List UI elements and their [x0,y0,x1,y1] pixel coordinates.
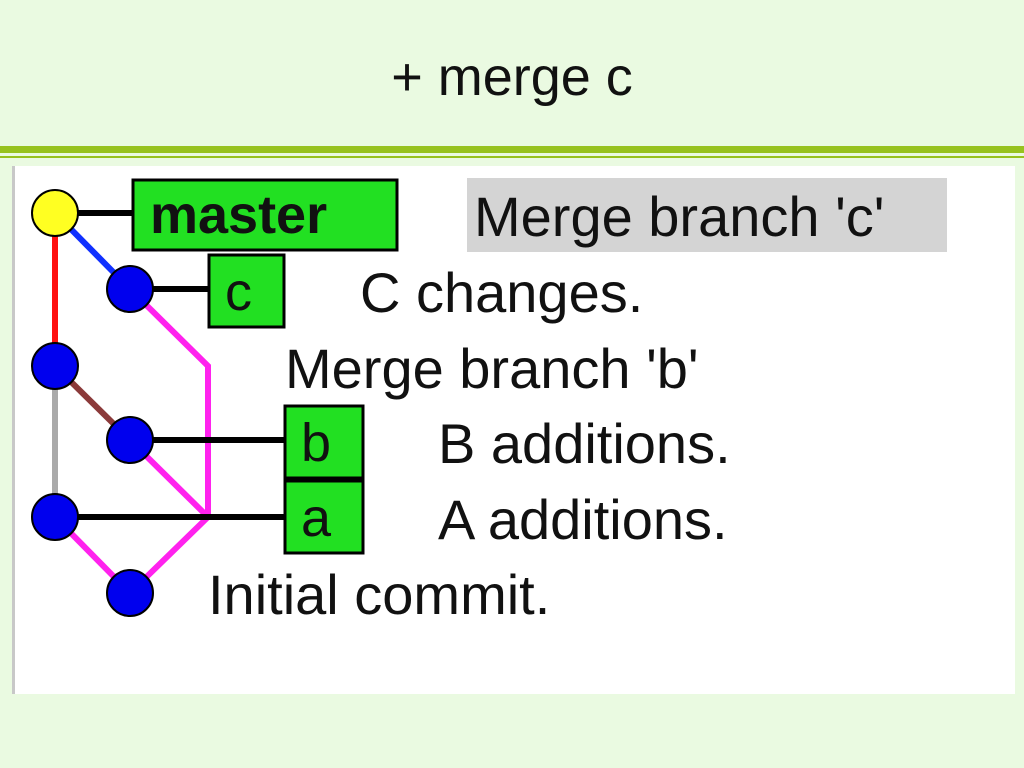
commit-message-merge-c[interactable]: Merge branch 'c' [474,185,884,248]
ref-label-master[interactable]: master [131,178,399,252]
commit-message-c-changes[interactable]: C changes. [360,261,643,324]
ref-label-a-text: a [301,488,332,548]
commit-node-b-additions[interactable] [106,416,154,464]
gitk-graph-panel [12,166,1015,694]
commit-message-b-additions[interactable]: B additions. [438,412,731,475]
ref-label-b[interactable]: b [283,404,365,480]
ref-label-c[interactable]: c [207,253,286,329]
title-divider-thin [0,156,1024,158]
commit-node-merge-b[interactable] [31,342,79,390]
commit-node-head[interactable] [31,189,79,237]
ref-label-master-text: master [150,185,327,245]
commit-message-initial[interactable]: Initial commit. [208,563,550,626]
ref-label-c-text: c [225,262,252,322]
commit-message-a-additions[interactable]: A additions. [438,488,728,551]
commit-node-initial[interactable] [106,569,154,617]
commit-message-merge-b[interactable]: Merge branch 'b' [285,337,699,400]
ref-label-a[interactable]: a [283,479,365,555]
slide-title: + merge c [391,47,633,107]
graph-nodes [31,189,154,617]
commit-node-c-changes[interactable] [106,265,154,313]
commit-node-a-additions[interactable] [31,493,79,541]
title-divider-thick [0,146,1024,153]
selected-row-highlight [467,178,947,252]
ref-label-b-text: b [301,413,331,473]
